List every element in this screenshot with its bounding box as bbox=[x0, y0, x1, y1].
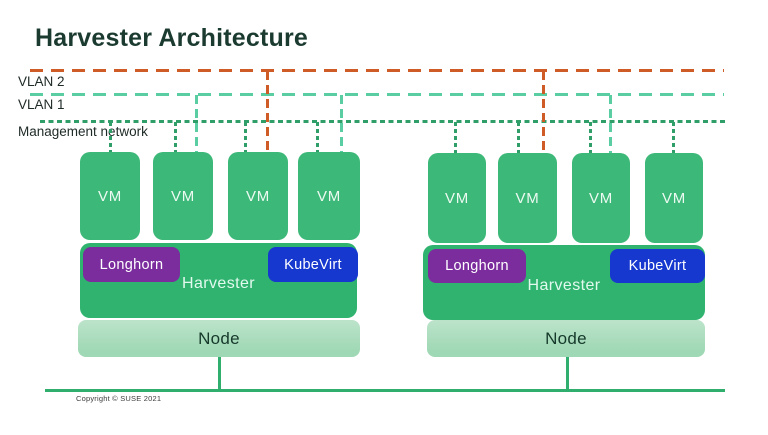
vlan1-drop-line bbox=[340, 95, 343, 152]
vm-box: VM bbox=[428, 153, 486, 243]
kubevirt-box: KubeVirt bbox=[610, 249, 705, 283]
mgmt-drop-line bbox=[244, 122, 247, 152]
harvester-label: Harvester bbox=[182, 275, 255, 292]
mgmt-drop-line bbox=[454, 122, 457, 153]
node-connector-line bbox=[218, 357, 221, 390]
vm-box: VM bbox=[572, 153, 630, 243]
longhorn-box: Longhorn bbox=[428, 249, 526, 283]
management-network-line bbox=[40, 120, 725, 123]
vlan2-drop-line bbox=[542, 71, 545, 153]
vlan2-drop-line bbox=[266, 71, 269, 152]
vlan1-drop-line bbox=[195, 95, 198, 152]
node-box: Node bbox=[427, 320, 705, 357]
vm-box: VM bbox=[153, 152, 213, 240]
vm-box: VM bbox=[298, 152, 360, 240]
longhorn-box: Longhorn bbox=[83, 247, 180, 282]
copyright-text: Copyright © SUSE 2021 bbox=[76, 394, 162, 403]
mgmt-drop-line bbox=[517, 122, 520, 153]
page-title: Harvester Architecture bbox=[35, 24, 309, 52]
vm-box: VM bbox=[228, 152, 288, 240]
node-box: Node bbox=[78, 320, 360, 357]
mgmt-drop-line bbox=[589, 122, 592, 153]
vlan2-network-line bbox=[30, 69, 724, 72]
mgmt-drop-line bbox=[672, 122, 675, 153]
vlan1-drop-line bbox=[609, 95, 612, 153]
vm-box: VM bbox=[80, 152, 140, 240]
vm-box: VM bbox=[498, 153, 557, 243]
vlan1-network-line bbox=[30, 93, 724, 96]
vm-box: VM bbox=[645, 153, 703, 243]
mgmt-drop-line bbox=[109, 122, 112, 152]
mgmt-drop-line bbox=[174, 122, 177, 152]
vlan1-label: VLAN 1 bbox=[18, 97, 65, 112]
kubevirt-box: KubeVirt bbox=[268, 247, 358, 282]
node-connector-line bbox=[566, 357, 569, 390]
backbone-line bbox=[45, 389, 725, 392]
vlan2-label: VLAN 2 bbox=[18, 74, 65, 89]
harvester-label: Harvester bbox=[527, 277, 601, 294]
mgmt-drop-line bbox=[316, 122, 319, 152]
management-network-label: Management network bbox=[18, 124, 148, 139]
